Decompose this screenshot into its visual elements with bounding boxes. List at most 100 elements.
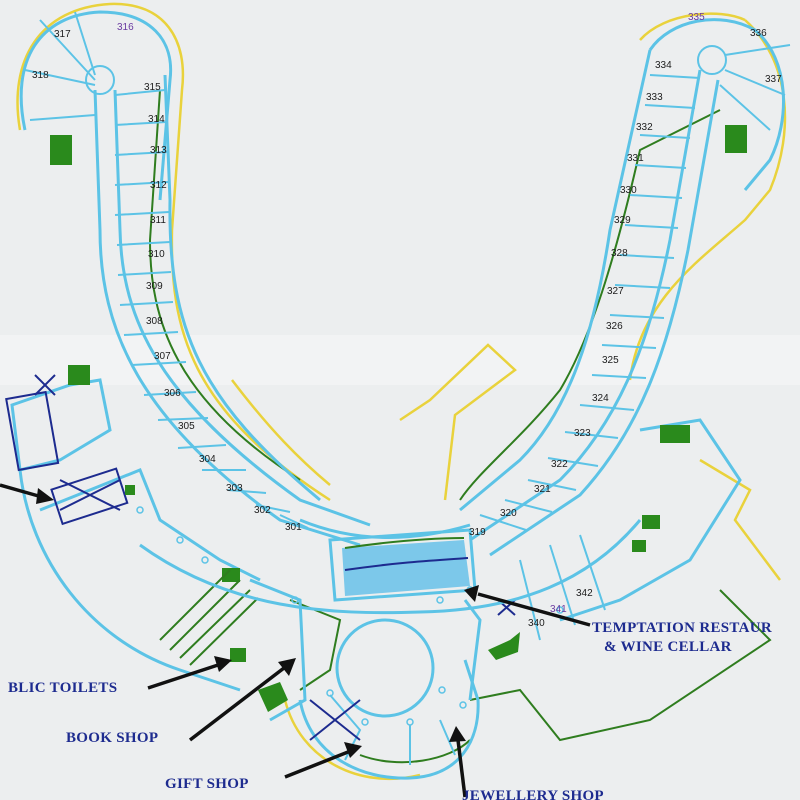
yellow-outline-left-inner [231,379,331,486]
gift-shop-arrow [284,750,349,779]
room-331: 331 [627,153,644,164]
gift-shop-arrowhead [344,742,362,758]
room-325: 325 [602,355,619,366]
room-337: 337 [765,74,782,85]
room-330: 330 [620,185,637,196]
right-wing-stair-core [697,45,727,75]
left-x-mark-1 [34,374,56,396]
room-307: 307 [154,351,171,362]
room-333: 333 [646,92,663,103]
jewellery-stairs [488,632,520,660]
room-327: 327 [607,286,624,297]
yellow-outline-right-lower [699,458,781,581]
room-326: 326 [606,321,623,332]
room-322: 322 [551,459,568,470]
room-319: 319 [469,527,486,538]
room-332: 332 [636,122,653,133]
left-stairs-mid [68,365,90,385]
restaurant-arrowhead [464,585,479,602]
central-rotunda [335,618,435,718]
room-309: 309 [146,281,163,292]
left-wing-top-pod [24,11,96,121]
restaurant-green-edge [344,537,465,549]
room-303: 303 [226,483,243,494]
central-left-corridor [249,578,307,722]
room-306: 306 [164,388,181,399]
left-x-mark-2 [59,479,121,511]
restaurant-label-line2: & WINE CELLAR [604,639,732,655]
left-wing-corridor-wall-2 [113,89,371,527]
room-305: 305 [178,421,195,432]
room-310: 310 [148,249,165,260]
right-wing-room-dividers [479,74,701,531]
room-320: 320 [500,508,517,519]
yellow-outline-right-top [639,12,746,41]
room-329: 329 [614,215,631,226]
right-wing-corridor-wall-2 [489,79,720,557]
room-321: 321 [534,484,551,495]
toilets-arrow [147,663,219,690]
restaurant-arrow [477,592,591,627]
paper-band [0,335,800,385]
right-lower-rooms [519,534,621,641]
room-340: 340 [528,618,545,629]
central-right-corridor [463,599,482,701]
room-328: 328 [611,248,628,259]
room-313: 313 [150,145,167,156]
room-301: 301 [285,522,302,533]
right-wing-corridor-wall-1 [469,69,702,542]
restaurant-counter [344,557,469,571]
left-stairs-top [50,135,72,165]
room-342: 342 [576,588,593,599]
public-toilets-label: BLIC TOILETS [8,680,117,696]
left-edge-arrow [0,483,43,499]
jewellery-shop-label: JEWELLERY SHOP [462,788,604,800]
left-lobby-wall [39,468,261,582]
room-308: 308 [146,316,163,327]
room-314: 314 [148,114,165,125]
room-318: 318 [32,70,49,81]
room-336: 336 [750,28,767,39]
restaurant-area [342,540,470,596]
room-315: 315 [144,82,161,93]
room-312: 312 [150,180,167,191]
room-323: 323 [574,428,591,439]
rotunda-ring [298,659,480,780]
room-317: 317 [54,29,71,40]
right-wing-room-inner-wall [459,49,652,512]
left-service-block [10,378,241,692]
gift-shop-label: GIFT SHOP [165,776,249,792]
restaurant-label-line1: TEMPTATION RESTAUR [592,620,772,636]
right-wing-top-pod [719,44,791,131]
yellow-outline-left-wing [16,2,331,502]
right-stairs-lower-2 [632,540,646,552]
left-wing-outer-wall [19,10,173,201]
room-341: 341 [550,604,567,615]
left-wing-room-outer-wall [163,74,321,502]
left-dark-room [5,390,60,472]
book-shop-arrowhead [278,658,296,676]
left-stairs-lower [222,568,240,582]
toilets-arrowhead [214,656,232,672]
room-335: 335 [688,12,705,23]
right-stairs-top [725,125,747,153]
column-markers [136,506,564,726]
room-334: 334 [655,60,672,71]
right-stairs-mid [660,425,690,443]
left-dark-box [50,467,129,526]
left-ramp-lines [159,569,259,666]
left-edge-arrowhead [36,488,54,504]
jewellery-shop-arrowhead [449,726,466,742]
yellow-outline-right-inner [399,343,517,501]
left-stairs-small [125,485,135,495]
left-wing-room-dividers [114,89,309,529]
room-324: 324 [592,393,609,404]
bottom-left-stairs [258,682,288,712]
gift-shop-x [309,699,361,741]
green-outline-bottom-right [469,589,772,742]
room-311: 311 [150,215,166,226]
central-arc-outer [139,519,642,615]
room-304: 304 [199,454,216,465]
left-wing-stair-core [85,65,115,95]
